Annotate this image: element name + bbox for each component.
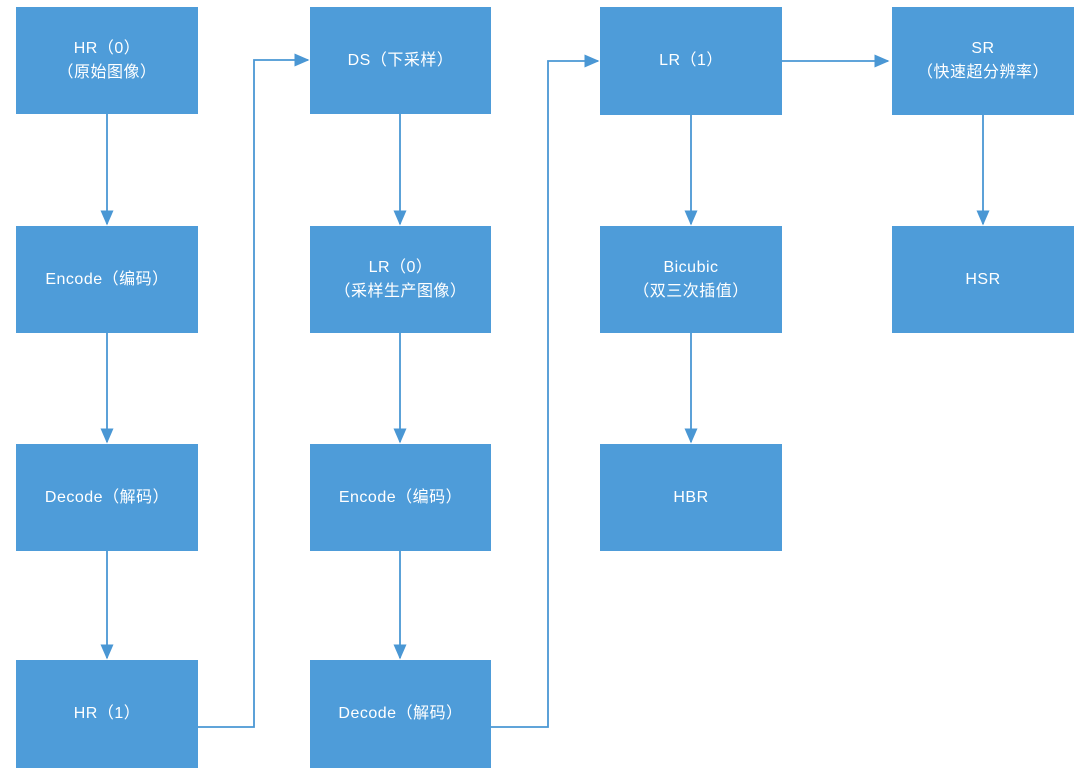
node-decode1: Decode（解码） [16,444,198,551]
node-encode1-label-line-0: Encode（编码） [45,270,169,288]
node-hr1-label-line-0: HR（1） [73,705,141,722]
node-hbr: HBR [600,444,782,551]
edges-group [100,53,990,728]
node-encode2-label-line-0: Encode（编码） [338,488,463,506]
node-lr0-label-line-0: LR（0） [368,258,433,276]
node-lr0: LR（0） （采样生产图像） [310,226,491,333]
node-hr1: HR（1） [16,660,198,768]
edge-hr1-ds [198,53,310,728]
node-encode2: Encode（编码） [310,444,491,551]
node-sr: SR （快速超分辨率） [892,7,1074,115]
node-sr-label-line-0: SR [971,40,995,57]
node-ds-label-line-0: DS（下采样） [347,51,454,69]
node-lr1: LR（1） [600,7,782,115]
node-hsr: HSR [892,226,1074,333]
node-ds: DS（下采样） [310,7,491,114]
node-hbr-label-line-0: HBR [673,488,709,506]
edge-decode2-lr1 [491,54,600,728]
node-encode1: Encode（编码） [16,226,198,333]
node-bicubic-label-line-1: （双三次插值） [633,282,749,300]
node-hsr-label-line-0: HSR [965,270,1001,288]
node-lr1-label-line-0: LR（1） [659,52,723,69]
node-hr0-label-line-0: HR（0） [73,39,141,57]
node-sr-label-line-1: （快速超分辨率） [916,64,1049,81]
node-hr0-label-line-1: （原始图像） [57,63,157,81]
node-bicubic-label-line-0: Bicubic [663,258,719,276]
node-bicubic: Bicubic （双三次插值） [600,226,782,333]
node-decode2-label-line-0: Decode（解码） [338,705,463,722]
node-decode2: Decode（解码） [310,660,491,768]
node-decode1-label-line-0: Decode（解码） [44,488,170,506]
node-hr0: HR（0） （原始图像） [16,7,198,114]
node-lr0-label-line-1: （采样生产图像） [334,282,467,300]
